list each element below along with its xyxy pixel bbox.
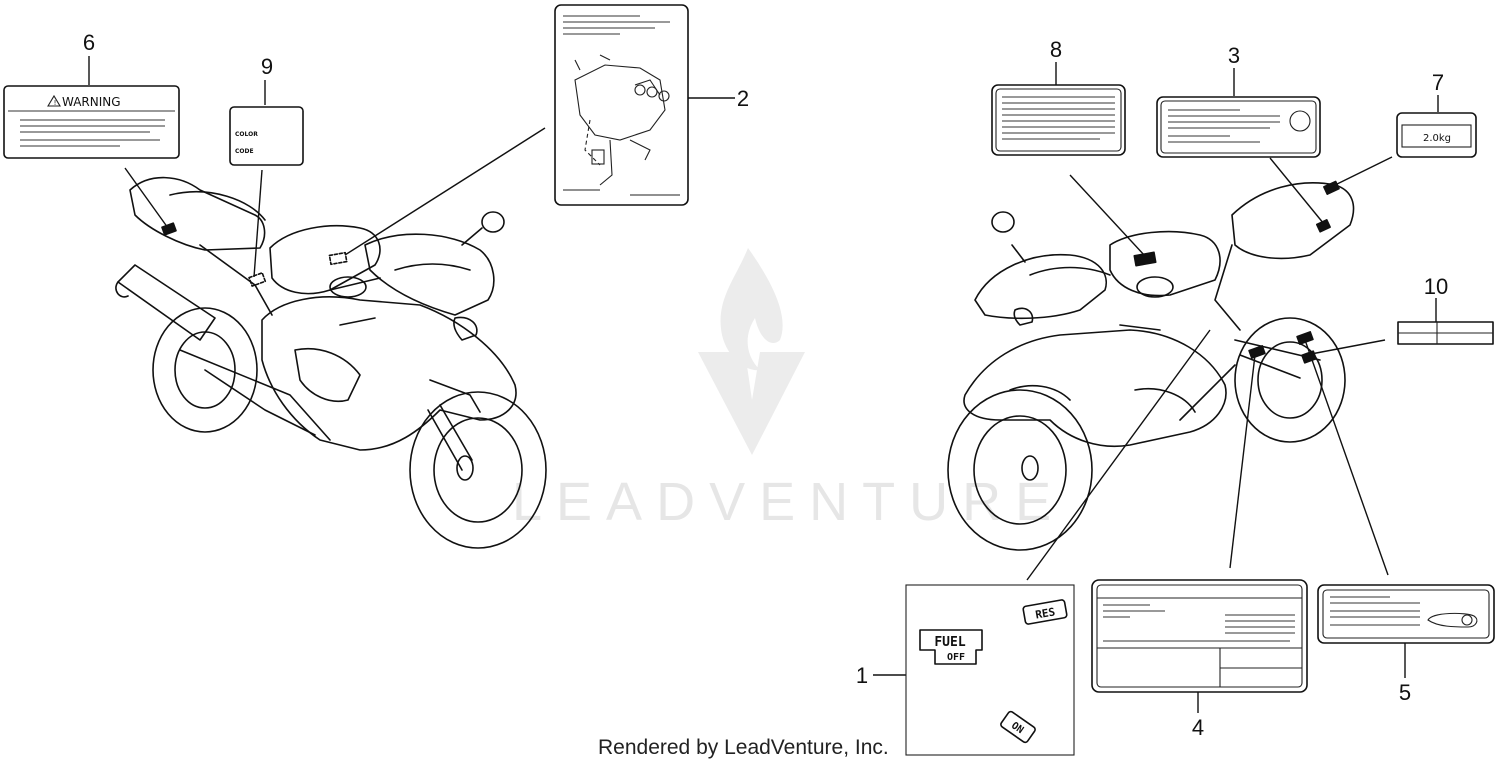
left-motorcycle: [115, 176, 547, 549]
callout-9: 9: [261, 54, 273, 79]
label-7-weight: 2.0kg: [1396, 112, 1477, 158]
callout-10: 10: [1424, 274, 1448, 299]
label-2-emission-card: [554, 4, 689, 206]
callout-6: 6: [83, 30, 95, 55]
callout-numbers: 6 9 2 8 3 7 10 1 4 5: [83, 30, 1448, 740]
leader-lines: [88, 56, 1439, 713]
label-10-strip: [1397, 321, 1494, 345]
warning-text: WARNING: [62, 95, 121, 109]
on-tag: ON: [1000, 710, 1036, 744]
credit-text: Rendered by LeadVenture, Inc.: [598, 736, 889, 759]
watermark: LEADVENTURE: [512, 248, 1065, 532]
engine-schematic-icon: [563, 54, 680, 196]
res-text: RES: [1034, 605, 1056, 621]
right-motorcycle: [947, 180, 1355, 551]
fuel-text: FUEL: [934, 635, 965, 650]
warning-triangle-icon: [47, 94, 61, 107]
circle-mark-icon: [1289, 110, 1311, 132]
callout-2: 2: [737, 86, 749, 111]
label-3-info: [1156, 96, 1321, 158]
label-5-info: [1317, 584, 1495, 644]
color-text: COLOR: [235, 131, 258, 138]
label-6-warning: ! WARNING: [3, 85, 180, 159]
watermark-text: LEADVENTURE: [512, 472, 1065, 532]
label-8-info: [991, 84, 1126, 156]
res-tag: RES: [1022, 599, 1068, 625]
label-1-fuel-valve: FUEL OFF RES ON: [905, 584, 1075, 756]
label-4-specification: [1091, 579, 1308, 693]
flame-logo-icon: [698, 248, 805, 455]
key-shape-icon: [1427, 612, 1478, 628]
weight-text: 2.0kg: [1423, 133, 1451, 144]
callout-4: 4: [1192, 715, 1204, 740]
callout-7: 7: [1432, 70, 1444, 95]
svg-text:!: !: [54, 99, 57, 107]
fuel-off-tag: FUEL OFF: [919, 629, 983, 665]
label-9-color-code: COLOR CODE: [229, 106, 304, 166]
callout-5: 5: [1399, 680, 1411, 705]
off-text: OFF: [947, 652, 965, 663]
callout-3: 3: [1228, 43, 1240, 68]
code-text: CODE: [235, 148, 254, 155]
callout-1: 1: [856, 663, 868, 688]
callout-8: 8: [1050, 37, 1062, 62]
